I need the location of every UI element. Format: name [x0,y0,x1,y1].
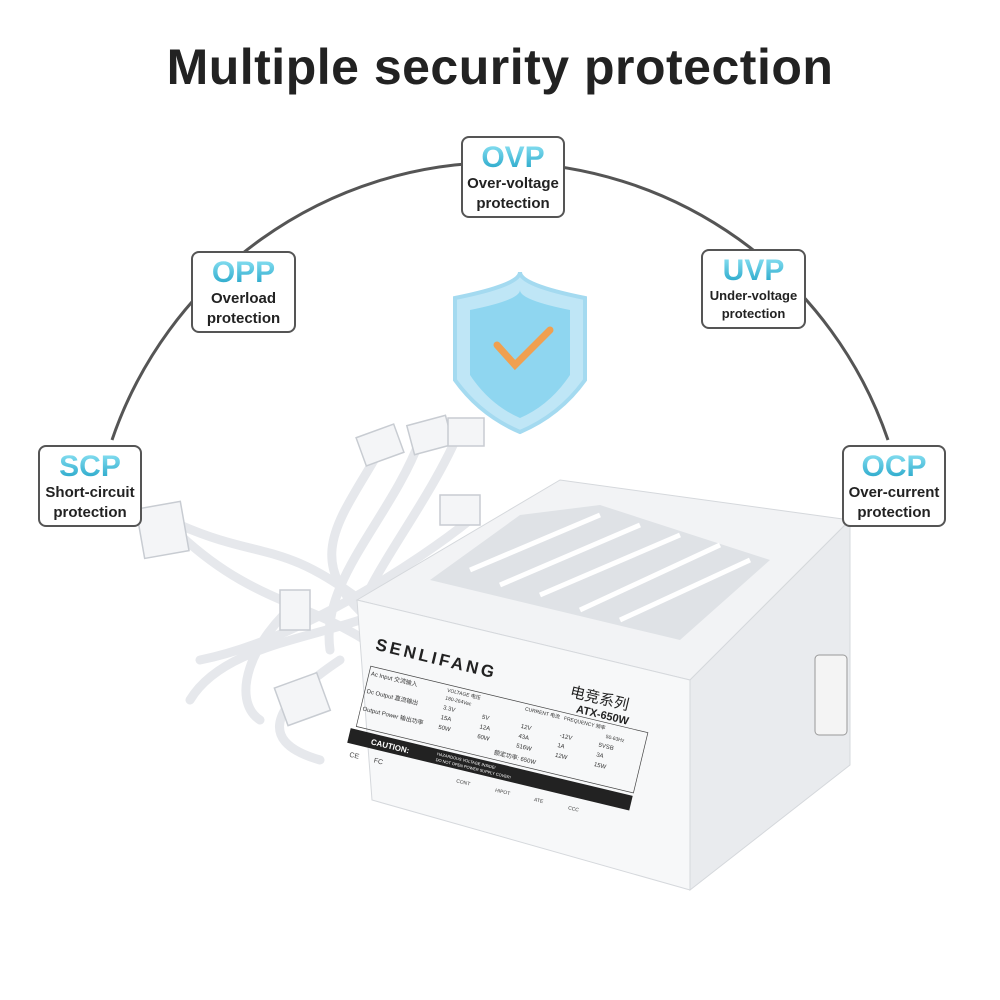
opp-desc-2: protection [206,310,281,327]
label-text: CONT [456,778,471,787]
opp-desc-1: Overload [210,290,277,307]
scp-abbr: SCP [40,451,140,483]
label-text: 12A [479,724,491,732]
label-text: 50-63Hz [605,734,625,744]
uvp-abbr: UVP [703,255,804,287]
label-text: 15A [440,715,452,723]
label-text: -12V [559,733,573,742]
protection-ocp: OCP Over-current protection [842,445,946,527]
label-text: 60W [476,734,490,743]
label-text: 15W [593,762,607,771]
opp-abbr: OPP [193,257,294,289]
ocp-abbr: OCP [844,451,944,483]
protection-uvp: UVP Under-voltage protection [701,249,806,329]
uvp-desc-2: protection [721,306,786,321]
ocp-desc-2: protection [857,504,931,521]
label-text: CE [349,752,360,761]
scp-desc-1: Short-circuit [45,484,135,501]
uvp-desc-1: Under-voltage [709,288,798,303]
label-text: 12W [554,753,568,762]
label-text: HIPOT [494,788,510,797]
connectors [135,414,485,727]
label-text: 3.3V [442,705,455,714]
label-text: 1A [557,743,566,751]
label-text: ATE [533,797,544,805]
label-text: FC [373,758,384,767]
label-text: 50W [438,725,452,734]
ovp-desc-2: protection [476,195,550,212]
ocp-desc-1: Over-current [848,484,940,501]
label-text: 5V [481,715,490,723]
page-title: Multiple security protection [166,39,834,95]
scp-desc-2: protection [53,504,127,521]
ovp-abbr: OVP [463,142,563,174]
power-supply [355,479,852,892]
label-text: CCC [567,805,579,813]
power-switch [814,654,848,736]
ovp-desc-1: Over-voltage [467,175,559,192]
protection-opp: OPP Overload protection [191,251,296,333]
protection-ovp: OVP Over-voltage protection [461,136,565,218]
shield-icon [453,271,587,435]
label-text: 43A [518,734,530,742]
label-text: 3A [595,752,604,760]
label-text: 516W [515,743,532,753]
label-text: 5VSB [598,743,614,752]
label-text: 12V [520,724,532,732]
protection-scp: SCP Short-circuit protection [38,445,142,527]
cables [175,425,475,765]
fan-grille [430,505,770,640]
